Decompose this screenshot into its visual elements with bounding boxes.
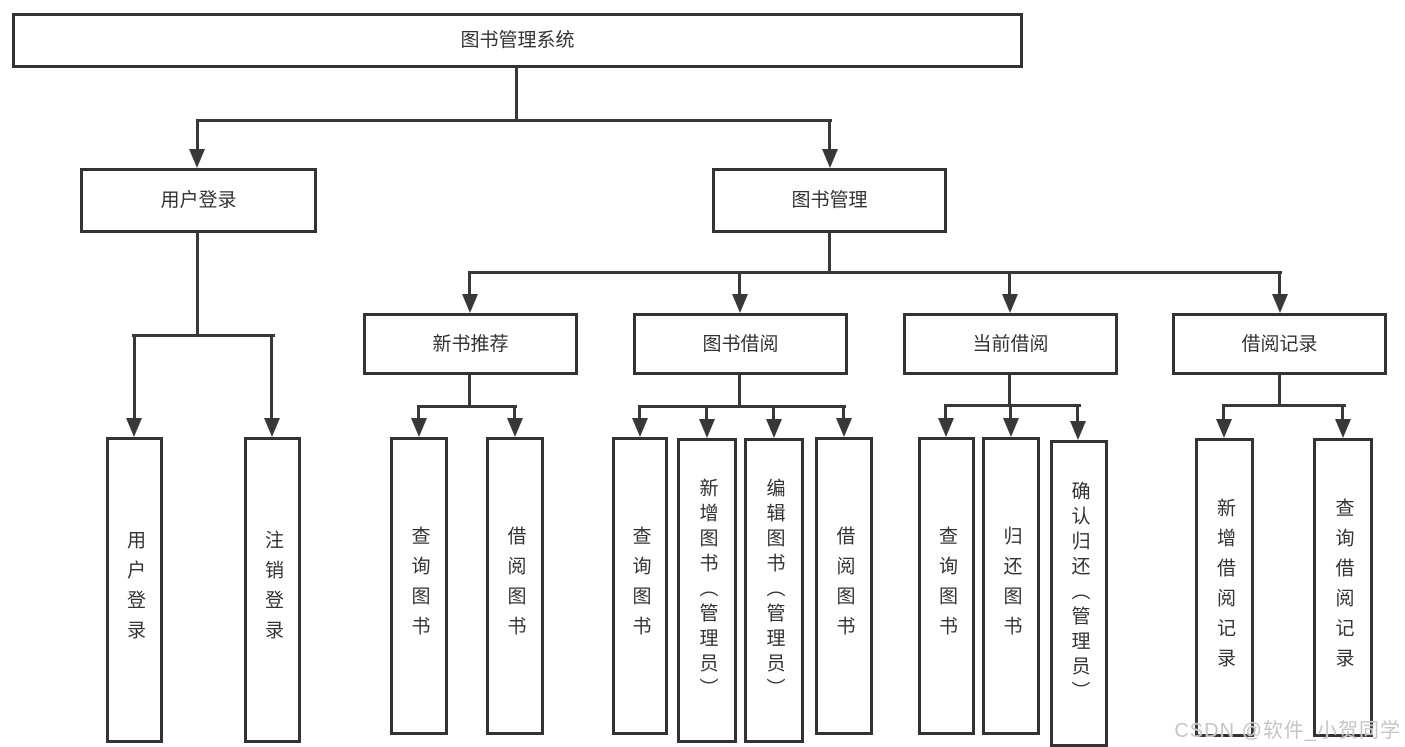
leaf-cb-confirm-return-admin: 确认归还（管理员） (1050, 440, 1108, 747)
arrowhead-icon (938, 418, 954, 437)
leaf-logout: 注销登录 (244, 437, 301, 743)
leaf-br-add-record: 新增借阅记录 (1195, 438, 1254, 737)
connector-line (705, 405, 708, 421)
connector-line (842, 405, 845, 421)
leaf-nbr-query-books: 查询图书 (390, 437, 448, 735)
node-label: 查询借阅记录 (1332, 497, 1354, 678)
connector-line (513, 405, 516, 421)
arrowhead-icon (264, 418, 280, 437)
connector-line (1076, 404, 1079, 423)
connector-line (738, 375, 741, 408)
connector-line (1009, 404, 1012, 421)
connector-line (132, 334, 275, 337)
node-label: 新增借阅记录 (1214, 497, 1235, 678)
leaf-bb-edit-books-admin: 编辑图书（管理员） (744, 438, 804, 743)
connector-line (196, 119, 199, 152)
leaf-cb-query-books: 查询图书 (918, 437, 975, 735)
arrowhead-icon (732, 294, 748, 313)
connector-line (738, 271, 741, 297)
connector-line (196, 119, 832, 122)
arrowhead-icon (632, 418, 648, 437)
arrowhead-icon (1003, 418, 1019, 437)
connector-line (468, 271, 471, 297)
node-label: 查询图书 (629, 526, 651, 646)
connector-line (638, 405, 846, 408)
arrowhead-icon (1002, 294, 1018, 313)
connector-line (944, 404, 947, 421)
connector-line (468, 375, 471, 408)
connector-line (1341, 404, 1344, 421)
connector-line (133, 334, 136, 420)
node-label: 归还图书 (1000, 526, 1022, 646)
connector-line (828, 119, 831, 152)
connector-line (1222, 404, 1225, 421)
connector-line (1278, 375, 1281, 407)
leaf-user-login: 用户登录 (106, 437, 163, 743)
node-book-borrow: 图书借阅 (633, 313, 848, 375)
arrowhead-icon (1070, 421, 1086, 440)
arrowhead-icon (1272, 294, 1288, 313)
node-label: 新增图书（管理员） (696, 478, 718, 703)
node-label: 用户登录 (160, 190, 237, 211)
node-label: 查询图书 (408, 526, 430, 646)
node-label: 用户登录 (124, 530, 145, 650)
leaf-bb-borrow-books: 借阅图书 (815, 437, 873, 735)
leaf-nbr-borrow-books: 借阅图书 (486, 437, 544, 735)
node-label: 查询图书 (936, 526, 957, 646)
arrowhead-icon (699, 419, 715, 438)
connector-line (1008, 374, 1011, 407)
connector-line (270, 334, 273, 420)
node-label: 图书管理 (791, 190, 868, 211)
arrowhead-icon (126, 418, 142, 437)
node-label: 借阅记录 (1241, 333, 1318, 355)
connector-line (417, 405, 420, 421)
leaf-bb-add-books-admin: 新增图书（管理员） (677, 438, 737, 743)
node-current-borrow: 当前借阅 (903, 313, 1118, 375)
connector-line (828, 233, 831, 274)
connector-line (468, 271, 1282, 274)
node-new-book-recommend: 新书推荐 (363, 313, 578, 375)
node-book-management: 图书管理 (712, 168, 947, 233)
connector-line (417, 405, 517, 408)
arrowhead-icon (189, 149, 205, 168)
arrowhead-icon (836, 418, 852, 437)
node-label: 图书管理系统 (460, 30, 575, 51)
node-label: 借阅图书 (833, 526, 855, 646)
node-label: 确认归还（管理员） (1068, 481, 1090, 706)
arrowhead-icon (411, 418, 427, 437)
node-label: 借阅图书 (504, 526, 526, 646)
arrowhead-icon (507, 418, 523, 437)
connector-line (196, 233, 199, 336)
connector-line (1008, 271, 1011, 297)
node-borrow-records: 借阅记录 (1172, 313, 1387, 375)
arrowhead-icon (766, 419, 782, 438)
connector-line (944, 404, 1081, 407)
node-label: 注销登录 (262, 530, 283, 650)
node-root-library-management-system: 图书管理系统 (12, 13, 1023, 68)
arrowhead-icon (822, 149, 838, 168)
arrowhead-icon (462, 294, 478, 313)
connector-line (515, 68, 518, 120)
csdn-watermark: CSDN @软件_小贺同学 (1174, 720, 1401, 742)
node-label: 当前借阅 (972, 333, 1049, 355)
connector-line (1278, 271, 1281, 297)
node-user-login: 用户登录 (80, 168, 317, 233)
connector-line (1222, 404, 1346, 407)
node-label: 图书借阅 (702, 333, 779, 355)
arrowhead-icon (1335, 419, 1351, 438)
node-label: 新书推荐 (432, 333, 509, 355)
leaf-br-query-record: 查询借阅记录 (1313, 438, 1373, 737)
leaf-cb-return-books: 归还图书 (982, 437, 1040, 735)
node-label: 编辑图书（管理员） (763, 478, 785, 703)
connector-line (638, 405, 641, 421)
leaf-bb-query-books: 查询图书 (612, 437, 668, 735)
connector-line (772, 405, 775, 421)
arrowhead-icon (1216, 419, 1232, 438)
